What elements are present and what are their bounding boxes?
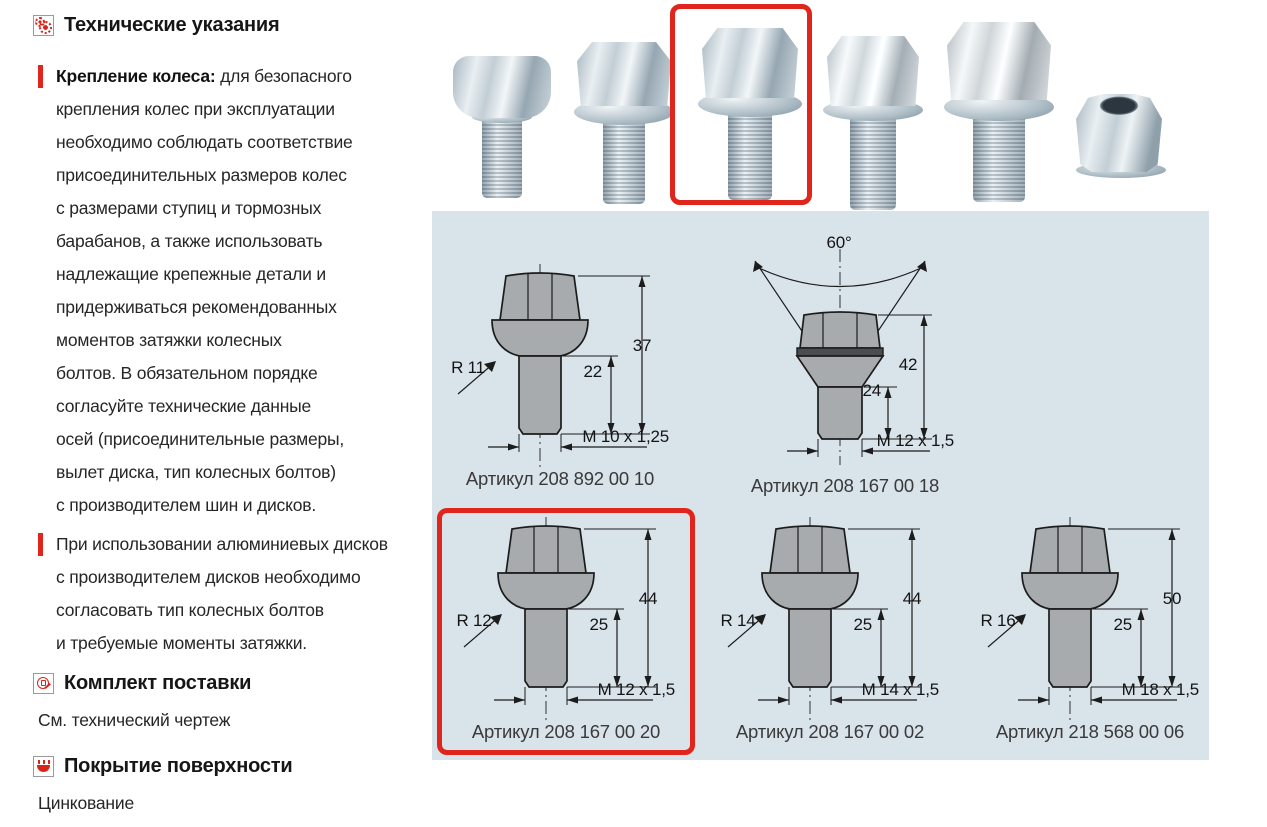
radius-label: R 16 — [980, 611, 1016, 630]
thread-spec-label: M 10 x 1,25 — [582, 427, 669, 446]
surface-coating-icon — [33, 756, 54, 777]
radius-label: R 11 — [451, 358, 485, 377]
bolt-drawing-sphere-seat — [440, 262, 680, 472]
bolt-drawing-cone-seat — [725, 235, 965, 470]
red-bullet-bar — [38, 533, 43, 556]
drawing-article-208-167-00-20: R 12 25 44 M 12 x 1,5 Артикул 208 167 00… — [446, 515, 686, 742]
overall-length-label: 37 — [632, 336, 652, 355]
drawing-article-208-892-00-10: R 11 22 37 M 10 x 1,25 Артикул 208 892 0… — [440, 262, 680, 489]
thread-length-label: 25 — [853, 615, 872, 634]
heading-technical-instructions: Технические указания — [33, 14, 280, 37]
scope-of-delivery-icon — [33, 673, 54, 694]
photo-open-nut — [1076, 94, 1166, 178]
paragraph-lead: Крепление колеса: — [56, 66, 216, 86]
highlight-box-drawing — [437, 508, 695, 755]
overall-length-label: 44 — [638, 589, 658, 608]
article-caption: Артикул 218 568 00 06 — [995, 721, 1185, 742]
photo-bolt-sphere-collar — [823, 36, 923, 210]
thread-spec-label: M 12 x 1,5 — [876, 431, 955, 450]
bolt-drawing-sphere-seat — [710, 515, 950, 725]
bolt-drawing-sphere-seat — [970, 515, 1210, 725]
paragraph-alloy-wheels: При использовании алюминиевых дисков с п… — [38, 528, 456, 660]
thread-length-label: 25 — [1113, 615, 1132, 634]
thread-length-label: 24 — [862, 381, 881, 400]
photo-bolt-large-sphere-seat — [944, 22, 1054, 202]
overall-length-label: 44 — [902, 589, 922, 608]
drawing-article-208-167-00-18: 60° 24 42 M 12 x 1,5 Артикул 208 167 00 … — [725, 233, 965, 496]
technical-drawings-panel: R 11 22 37 M 10 x 1,25 Артикул 208 892 0… — [432, 211, 1209, 760]
thread-spec-label: M 14 x 1,5 — [861, 680, 940, 699]
thread-spec-label: M 18 x 1,5 — [1121, 680, 1200, 699]
article-caption: Артикул 208 167 00 18 — [750, 475, 940, 496]
drawing-article-218-568-00-06: R 16 25 50 M 18 x 1,5 Артикул 218 568 00… — [970, 515, 1210, 742]
radius-label: R 14 — [720, 611, 756, 630]
article-caption: Артикул 208 892 00 10 — [465, 468, 655, 489]
thread-length-label: 22 — [583, 362, 602, 381]
paragraph-wheel-mounting: Крепление колеса: для безопасного крепле… — [38, 60, 456, 522]
cone-angle-label: 60° — [826, 233, 852, 252]
paragraph-text: для безопасного крепления колес при эксп… — [56, 66, 353, 515]
scope-of-delivery-text: См. технический чертеж — [38, 710, 231, 730]
radius-label: R 12 — [456, 611, 492, 630]
heading-scope-of-delivery: Комплект поставки — [33, 672, 251, 695]
drawing-article-208-167-00-02: R 14 25 44 M 14 x 1,5 Артикул 208 167 00… — [710, 515, 950, 742]
gears-icon — [33, 15, 54, 36]
photo-bolt-domed-head — [452, 56, 552, 198]
photo-bolt-sphere-seat-highlighted — [698, 28, 802, 200]
highlight-box-photo — [670, 4, 812, 205]
page-title: Технические указания — [64, 14, 280, 36]
bolt-drawing-sphere-seat — [446, 515, 686, 725]
surface-coating-text: Цинкование — [38, 793, 134, 813]
overall-length-label: 50 — [1162, 589, 1182, 608]
heading-surface-coating: Покрытие поверхности — [33, 755, 293, 778]
article-caption: Артикул 208 167 00 20 — [471, 721, 661, 742]
paragraph-text: При использовании алюминиевых дисков с п… — [56, 534, 388, 653]
thread-length-label: 25 — [589, 615, 608, 634]
red-bullet-bar — [38, 65, 43, 88]
thread-spec-label: M 12 x 1,5 — [597, 680, 676, 699]
article-caption: Артикул 208 167 00 02 — [735, 721, 925, 742]
overall-length-label: 42 — [898, 355, 918, 374]
photo-bolt-sphere-seat — [574, 42, 674, 204]
